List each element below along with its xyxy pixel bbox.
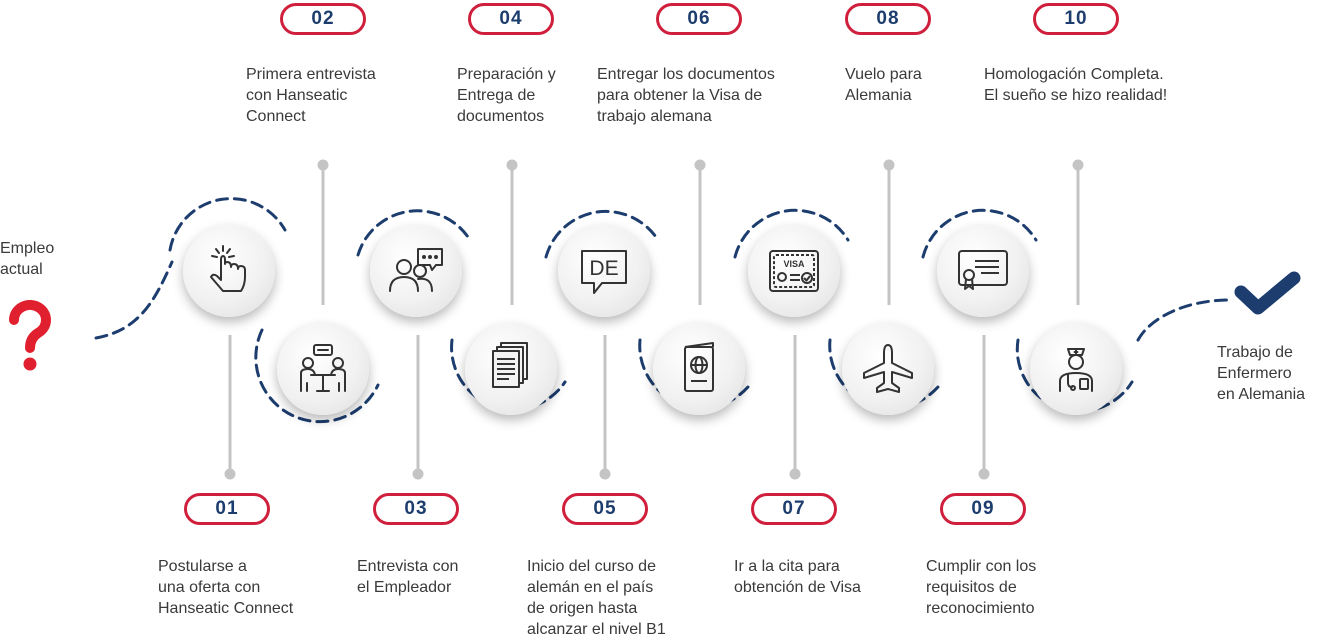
end-label-line1: Trabajo de — [1217, 344, 1293, 361]
step-desc-10: Homologación Completa. El sueño se hizo … — [984, 64, 1167, 106]
step-04-line2: Entrega de — [457, 87, 536, 104]
step-circle-05: DE — [558, 225, 650, 317]
connector-dot-09 — [978, 468, 990, 480]
step-badge-03: 03 — [373, 493, 459, 525]
step-circle-06 — [653, 323, 745, 415]
step-desc-06: Entregar los documentos para obtener la … — [597, 64, 775, 127]
step-badge-08: 08 — [845, 3, 931, 35]
speech-bubble-text: DE — [589, 257, 618, 280]
step-02-line3: Connect — [246, 108, 306, 125]
step-circle-09 — [937, 225, 1029, 317]
step-circle-01 — [183, 225, 275, 317]
step-badge-02: 02 — [280, 3, 366, 35]
step-09-line2: requisitos de — [926, 579, 1017, 596]
step-09-line3: reconocimiento — [926, 600, 1035, 617]
connector-dot-04 — [506, 159, 518, 171]
step-badge-05: 05 — [562, 493, 648, 525]
step-04-line3: documentos — [457, 108, 545, 125]
step-badge-09: 09 — [940, 493, 1026, 525]
step-desc-08: Vuelo para Alemania — [845, 64, 922, 106]
connector-dot-06 — [694, 159, 706, 171]
connector-dot-07 — [789, 468, 801, 480]
step-01-line1: Postularse a — [158, 558, 247, 575]
step-03-line2: el Empleador — [357, 579, 452, 596]
step-06-line1: Entregar los documentos — [597, 66, 775, 83]
checkmark-icon — [1234, 271, 1301, 315]
start-label: Empleo actual — [0, 238, 54, 280]
step-circle-07: VISA — [748, 225, 840, 317]
connector-dot-02 — [317, 159, 329, 171]
step-04-line1: Preparación y — [457, 66, 556, 83]
connector-dot-05 — [599, 468, 611, 480]
step-desc-05: Inicio del curso de alemán en el país de… — [527, 556, 666, 640]
step-01-line3: Hanseatic Connect — [158, 600, 294, 617]
start-label-line2: actual — [0, 261, 43, 278]
end-label: Trabajo de Enfermero en Alemania — [1217, 342, 1305, 405]
step-desc-04: Preparación y Entrega de documentos — [457, 64, 556, 127]
airplane-icon — [863, 344, 913, 393]
step-circle-08 — [842, 323, 934, 415]
step-01-line2: una oferta con — [158, 579, 261, 596]
connector-dot-03 — [412, 468, 424, 480]
step-circle-03 — [370, 225, 462, 317]
meeting-table-icon — [300, 344, 346, 392]
step-desc-01: Postularse a una oferta con Hanseatic Co… — [158, 556, 293, 619]
question-mark-icon — [9, 300, 51, 371]
step-02-line2: con Hanseatic — [246, 87, 348, 104]
step-02-line1: Primera entrevista — [246, 66, 376, 83]
step-desc-09: Cumplir con los requisitos de reconocimi… — [926, 556, 1036, 619]
step-badge-06: 06 — [656, 3, 742, 35]
step-badge-07: 07 — [751, 493, 837, 525]
visa-card-text: VISA — [783, 259, 805, 269]
step-10-line1: Homologación Completa. — [984, 66, 1164, 83]
step-badge-10: 10 — [1033, 3, 1119, 35]
step-06-line2: para obtener la Visa de — [597, 87, 763, 104]
end-label-line3: en Alemania — [1217, 386, 1306, 403]
step-circle-02 — [277, 323, 369, 415]
step-09-line1: Cumplir con los — [926, 558, 1037, 575]
step-05-line3: de origen hasta — [527, 600, 638, 617]
pointing-hand-icon — [210, 245, 246, 292]
step-circle-04 — [465, 323, 557, 415]
conversation-people-icon — [389, 248, 443, 292]
step-07-line2: obtención de Visa — [734, 579, 861, 596]
step-desc-03: Entrevista con el Empleador — [357, 556, 458, 598]
end-label-line2: Enfermero — [1217, 365, 1292, 382]
document-stack-icon — [492, 342, 528, 388]
step-05-line2: alemán en el país — [527, 579, 654, 596]
start-label-line1: Empleo — [0, 240, 55, 257]
step-05-line1: Inicio del curso de — [527, 558, 656, 575]
step-03-line1: Entrevista con — [357, 558, 459, 575]
step-07-line1: Ir a la cita para — [734, 558, 840, 575]
step-desc-02: Primera entrevista con Hanseatic Connect — [246, 64, 376, 127]
step-desc-07: Ir a la cita para obtención de Visa — [734, 556, 861, 598]
step-badge-01: 01 — [184, 493, 270, 525]
step-08-line1: Vuelo para — [845, 66, 922, 83]
step-badge-04: 04 — [468, 3, 554, 35]
step-10-line2: El sueño se hizo realidad! — [984, 87, 1168, 104]
step-circle-10 — [1030, 323, 1122, 415]
nurse-icon — [1059, 348, 1093, 392]
connector-dot-10 — [1072, 159, 1084, 171]
passport-icon — [684, 342, 714, 392]
step-05-line4: alcanzar el nivel B1 — [527, 621, 666, 638]
certificate-icon — [958, 250, 1008, 290]
connector-dot-08 — [883, 159, 895, 171]
visa-card-icon: VISA — [769, 250, 819, 292]
connector-dot-01 — [224, 468, 236, 480]
speech-bubble-de-icon: DE — [581, 250, 627, 294]
step-08-line2: Alemania — [845, 87, 912, 104]
step-06-line3: trabajo alemana — [597, 108, 712, 125]
